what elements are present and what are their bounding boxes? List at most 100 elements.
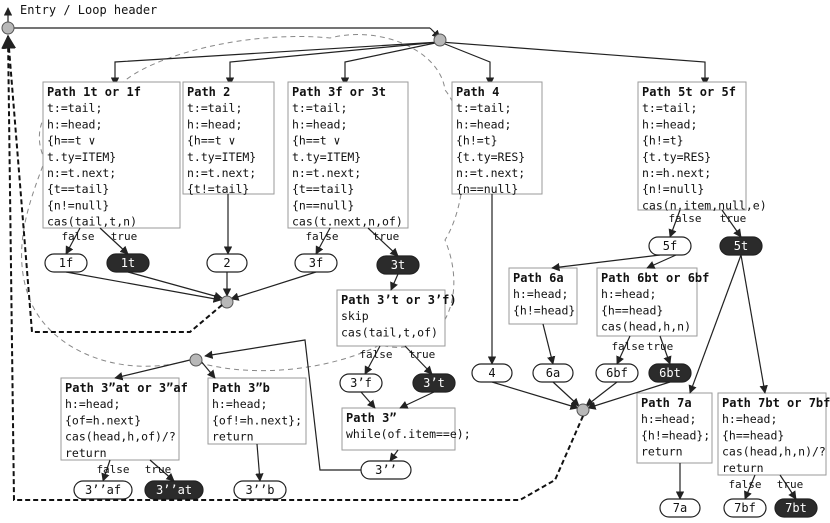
edge <box>101 459 111 482</box>
edge <box>404 345 433 375</box>
path-line: {h==head} <box>601 303 663 317</box>
path-title: Path 1t or 1f <box>47 85 141 99</box>
edge <box>491 381 579 410</box>
path-line: {h==t ∨ <box>47 134 95 148</box>
state-label: 5f <box>663 239 677 253</box>
junction-c <box>576 403 590 417</box>
edge <box>65 271 222 303</box>
path-line: h:=head; <box>513 287 568 301</box>
edge <box>65 227 81 255</box>
path-line: t:=tail; <box>47 101 102 115</box>
branch-label: true <box>111 230 138 243</box>
state-label: 3’’b <box>246 483 275 497</box>
edge <box>204 339 361 471</box>
path-line: {h!=head} <box>513 303 575 317</box>
path-box-p3a: Path 3”at or 3”afh:=head;{of=h.next}cas(… <box>60 377 188 461</box>
branch-label: false <box>668 212 701 225</box>
path-line: {t!=tail} <box>187 182 249 196</box>
state-label: 7bt <box>785 501 807 515</box>
branch-label: false <box>305 230 338 243</box>
edge <box>199 359 216 379</box>
state-node-s7bt: 7bt <box>774 498 818 518</box>
edge <box>585 381 618 407</box>
path-line: {h==head} <box>722 428 784 442</box>
path-line: t:=tail; <box>292 101 347 115</box>
state-node-s7a: 7a <box>659 498 701 518</box>
path-title: Path 3’t or 3’f) <box>341 293 457 307</box>
path-line: n:=t.next; <box>456 166 525 180</box>
path-line: h:=head; <box>65 397 120 411</box>
path-title: Path 3” <box>346 411 397 425</box>
edge <box>740 254 768 394</box>
branch-label: true <box>720 212 747 225</box>
path-line: t:=tail; <box>642 101 697 115</box>
entry-junction <box>1 21 15 35</box>
edge <box>114 359 191 381</box>
path-line: n:=t.next; <box>47 166 116 180</box>
state-label: 3’f <box>350 376 372 390</box>
edge <box>367 227 399 257</box>
branch-label: false <box>359 348 392 361</box>
path-line: skip <box>341 309 369 323</box>
path-title: Path 3”b <box>212 381 270 395</box>
edge <box>230 271 317 301</box>
path-line: h:=head; <box>212 397 267 411</box>
state-node-s6bt: 6bt <box>648 363 692 383</box>
path-line: n:=h.next; <box>642 166 711 180</box>
state-node-s2: 2 <box>206 253 248 273</box>
state-node-s3pp: 3’’ <box>360 460 412 480</box>
branch-label: false <box>96 463 129 476</box>
edge <box>364 345 381 375</box>
path-box-p6a: Path 6ah:=head;{h!=head} <box>508 267 578 325</box>
hub-junction <box>433 33 447 47</box>
state-node-s5t: 5t <box>719 236 763 256</box>
path-line: return <box>641 445 683 459</box>
state-node-s1f: 1f <box>44 253 88 273</box>
path-title: Path 3f or 3t <box>292 85 386 99</box>
state-label: 3f <box>309 256 323 270</box>
path-line: t:=tail; <box>187 101 242 115</box>
edge <box>668 209 681 238</box>
path-line: t.ty=ITEM} <box>292 150 361 164</box>
state-label: 7bf <box>734 501 756 515</box>
edge <box>390 273 399 291</box>
path-line: {h!=t} <box>456 134 498 148</box>
state-label: 6bf <box>606 366 628 380</box>
branch-label: false <box>728 478 761 491</box>
path-line: {n!=null} <box>642 182 704 196</box>
branch-label: false <box>611 340 644 353</box>
edge <box>149 459 175 482</box>
path-box-p7a: Path 7ah:=head;{h!=head};return <box>636 392 713 464</box>
path-line: {h!=t} <box>642 134 684 148</box>
path-line: {h==t ∨ <box>292 134 340 148</box>
path-title: Path 5t or 5f <box>642 85 736 99</box>
path-line: h:=head; <box>601 287 656 301</box>
path-line: return <box>65 446 107 460</box>
path-line: {n==null} <box>292 198 354 212</box>
branch-label: false <box>61 230 94 243</box>
edge <box>744 474 756 500</box>
path-line: cas(head,h,n)/? <box>722 445 826 459</box>
edge <box>721 209 742 238</box>
state-node-s3b: 3’’b <box>233 480 287 500</box>
edge <box>99 227 129 255</box>
state-label: 6bt <box>659 366 681 380</box>
entry-label: Entry / Loop header <box>20 3 157 17</box>
path-line: h:=head; <box>187 117 242 131</box>
state-label: 4 <box>488 366 495 380</box>
state-label: 3t <box>391 258 405 272</box>
edge <box>360 391 376 409</box>
path-line: {h!=head}; <box>641 428 710 442</box>
state-label: 7a <box>673 501 687 515</box>
path-line: {n==null} <box>456 182 518 196</box>
path-line: n:=t.next; <box>187 166 256 180</box>
path-box-p5: Path 5t or 5ft:=tail;h:=head;{h!=t}{t.ty… <box>637 81 767 212</box>
path-title: Path 7a <box>641 396 692 410</box>
state-node-s5f: 5f <box>648 236 692 256</box>
edge <box>127 271 223 301</box>
path-line: t.ty=ITEM} <box>47 150 116 164</box>
state-node-s6a: 6a <box>532 363 574 383</box>
path-line: cas(head,h,n) <box>601 320 691 334</box>
